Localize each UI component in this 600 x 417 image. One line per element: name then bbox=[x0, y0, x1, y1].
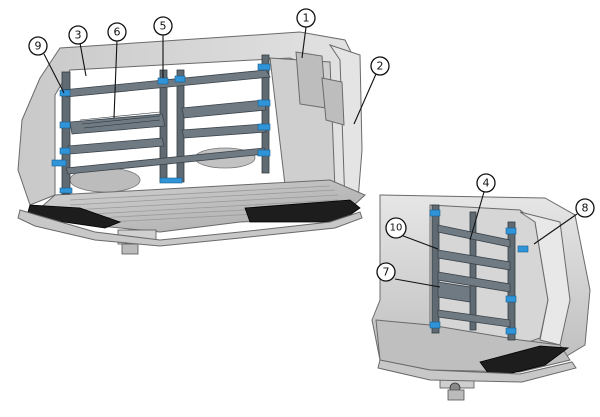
inset-bracket-2 bbox=[505, 227, 517, 235]
bracket-8 bbox=[257, 123, 271, 131]
callout-5: 5 bbox=[153, 16, 173, 36]
callouts: 1 2 3 4 5 6 7 8 bbox=[28, 8, 595, 282]
inset-rear-step bbox=[377, 359, 577, 383]
bracket-1 bbox=[59, 89, 71, 97]
bracket-3 bbox=[174, 75, 186, 83]
callout-6: 6 bbox=[107, 22, 127, 42]
leader-7 bbox=[394, 278, 441, 288]
callout-leaders bbox=[43, 26, 578, 288]
leader-9 bbox=[43, 53, 65, 94]
callout-10-circle bbox=[385, 217, 407, 239]
inset-shelf-3 bbox=[437, 271, 511, 293]
callout-5-label: 5 bbox=[160, 20, 167, 33]
callout-2-circle bbox=[370, 56, 390, 76]
bracket-11 bbox=[257, 149, 271, 157]
inset-shelf-bottom bbox=[437, 309, 511, 328]
callout-9: 9 bbox=[28, 36, 48, 56]
callout-4-label: 4 bbox=[483, 177, 490, 190]
inset-bracket-6 bbox=[505, 327, 517, 335]
callout-4: 4 bbox=[476, 173, 496, 193]
callout-1: 1 bbox=[296, 8, 316, 28]
bracket-4 bbox=[257, 63, 271, 71]
inset-shelving-unit bbox=[429, 204, 529, 341]
leader-8 bbox=[533, 213, 578, 245]
callout-4-circle bbox=[476, 173, 496, 193]
callout-8: 8 bbox=[575, 198, 595, 218]
callout-2: 2 bbox=[370, 56, 390, 76]
leader-3 bbox=[79, 42, 87, 77]
inset-bracket-5 bbox=[429, 321, 441, 329]
post-right bbox=[261, 54, 270, 174]
shelf-3-left bbox=[67, 137, 165, 155]
callout-8-label: 8 bbox=[582, 202, 589, 215]
leader-1 bbox=[301, 26, 307, 59]
leader-10 bbox=[397, 233, 439, 250]
callout-9-circle bbox=[28, 36, 48, 56]
perforated-panel bbox=[295, 51, 327, 109]
bracket-5 bbox=[59, 121, 71, 129]
shelf-3-right bbox=[181, 123, 267, 139]
callout-7-circle bbox=[376, 262, 396, 282]
post-left bbox=[61, 71, 71, 195]
callout-1-label: 1 bbox=[303, 12, 310, 25]
inset-post-mid bbox=[469, 211, 477, 331]
bracket-2 bbox=[157, 77, 169, 85]
leader-4 bbox=[469, 191, 485, 241]
callout-5-circle bbox=[153, 16, 173, 36]
bracket-9 bbox=[51, 159, 67, 167]
inset-shelf-2 bbox=[437, 249, 511, 271]
inset-van-view bbox=[371, 194, 591, 401]
callout-7: 7 bbox=[376, 262, 396, 282]
callout-2-label: 2 bbox=[377, 60, 384, 73]
inset-rear-opening bbox=[519, 211, 571, 346]
inset-bracket-3 bbox=[517, 245, 529, 253]
inset-bracket-1 bbox=[429, 209, 441, 217]
leader-6 bbox=[113, 39, 118, 119]
main-shelving-unit bbox=[51, 54, 271, 195]
inset-shelf-1 bbox=[437, 224, 511, 248]
callout-10-label: 10 bbox=[390, 223, 403, 234]
inset-drawer bbox=[437, 281, 471, 303]
callout-3-label: 3 bbox=[75, 29, 82, 42]
mesh-tray bbox=[79, 111, 161, 129]
inset-post-left bbox=[431, 204, 440, 334]
main-van-view bbox=[17, 31, 366, 255]
leader-2 bbox=[353, 73, 377, 125]
bracket-10 bbox=[159, 177, 183, 184]
rear-step bbox=[17, 209, 363, 247]
callout-3: 3 bbox=[68, 25, 88, 45]
inset-bracket-4 bbox=[505, 295, 517, 303]
callout-7-label: 7 bbox=[383, 266, 390, 279]
callout-3-circle bbox=[68, 25, 88, 45]
callout-6-circle bbox=[107, 22, 127, 42]
shelf-2-left bbox=[69, 113, 166, 135]
callout-8-circle bbox=[575, 198, 595, 218]
bracket-12 bbox=[59, 187, 73, 194]
post-middle-right bbox=[176, 69, 185, 183]
bracket-7 bbox=[59, 147, 71, 155]
callout-9-label: 9 bbox=[35, 40, 42, 53]
callout-6-label: 6 bbox=[114, 26, 121, 39]
shelf-2-right bbox=[181, 99, 267, 119]
callout-1-circle bbox=[296, 8, 316, 28]
callout-10: 10 bbox=[385, 217, 407, 239]
inset-post-right bbox=[507, 221, 516, 341]
bracket-6 bbox=[257, 99, 271, 107]
perforated-panel-2 bbox=[321, 77, 345, 126]
